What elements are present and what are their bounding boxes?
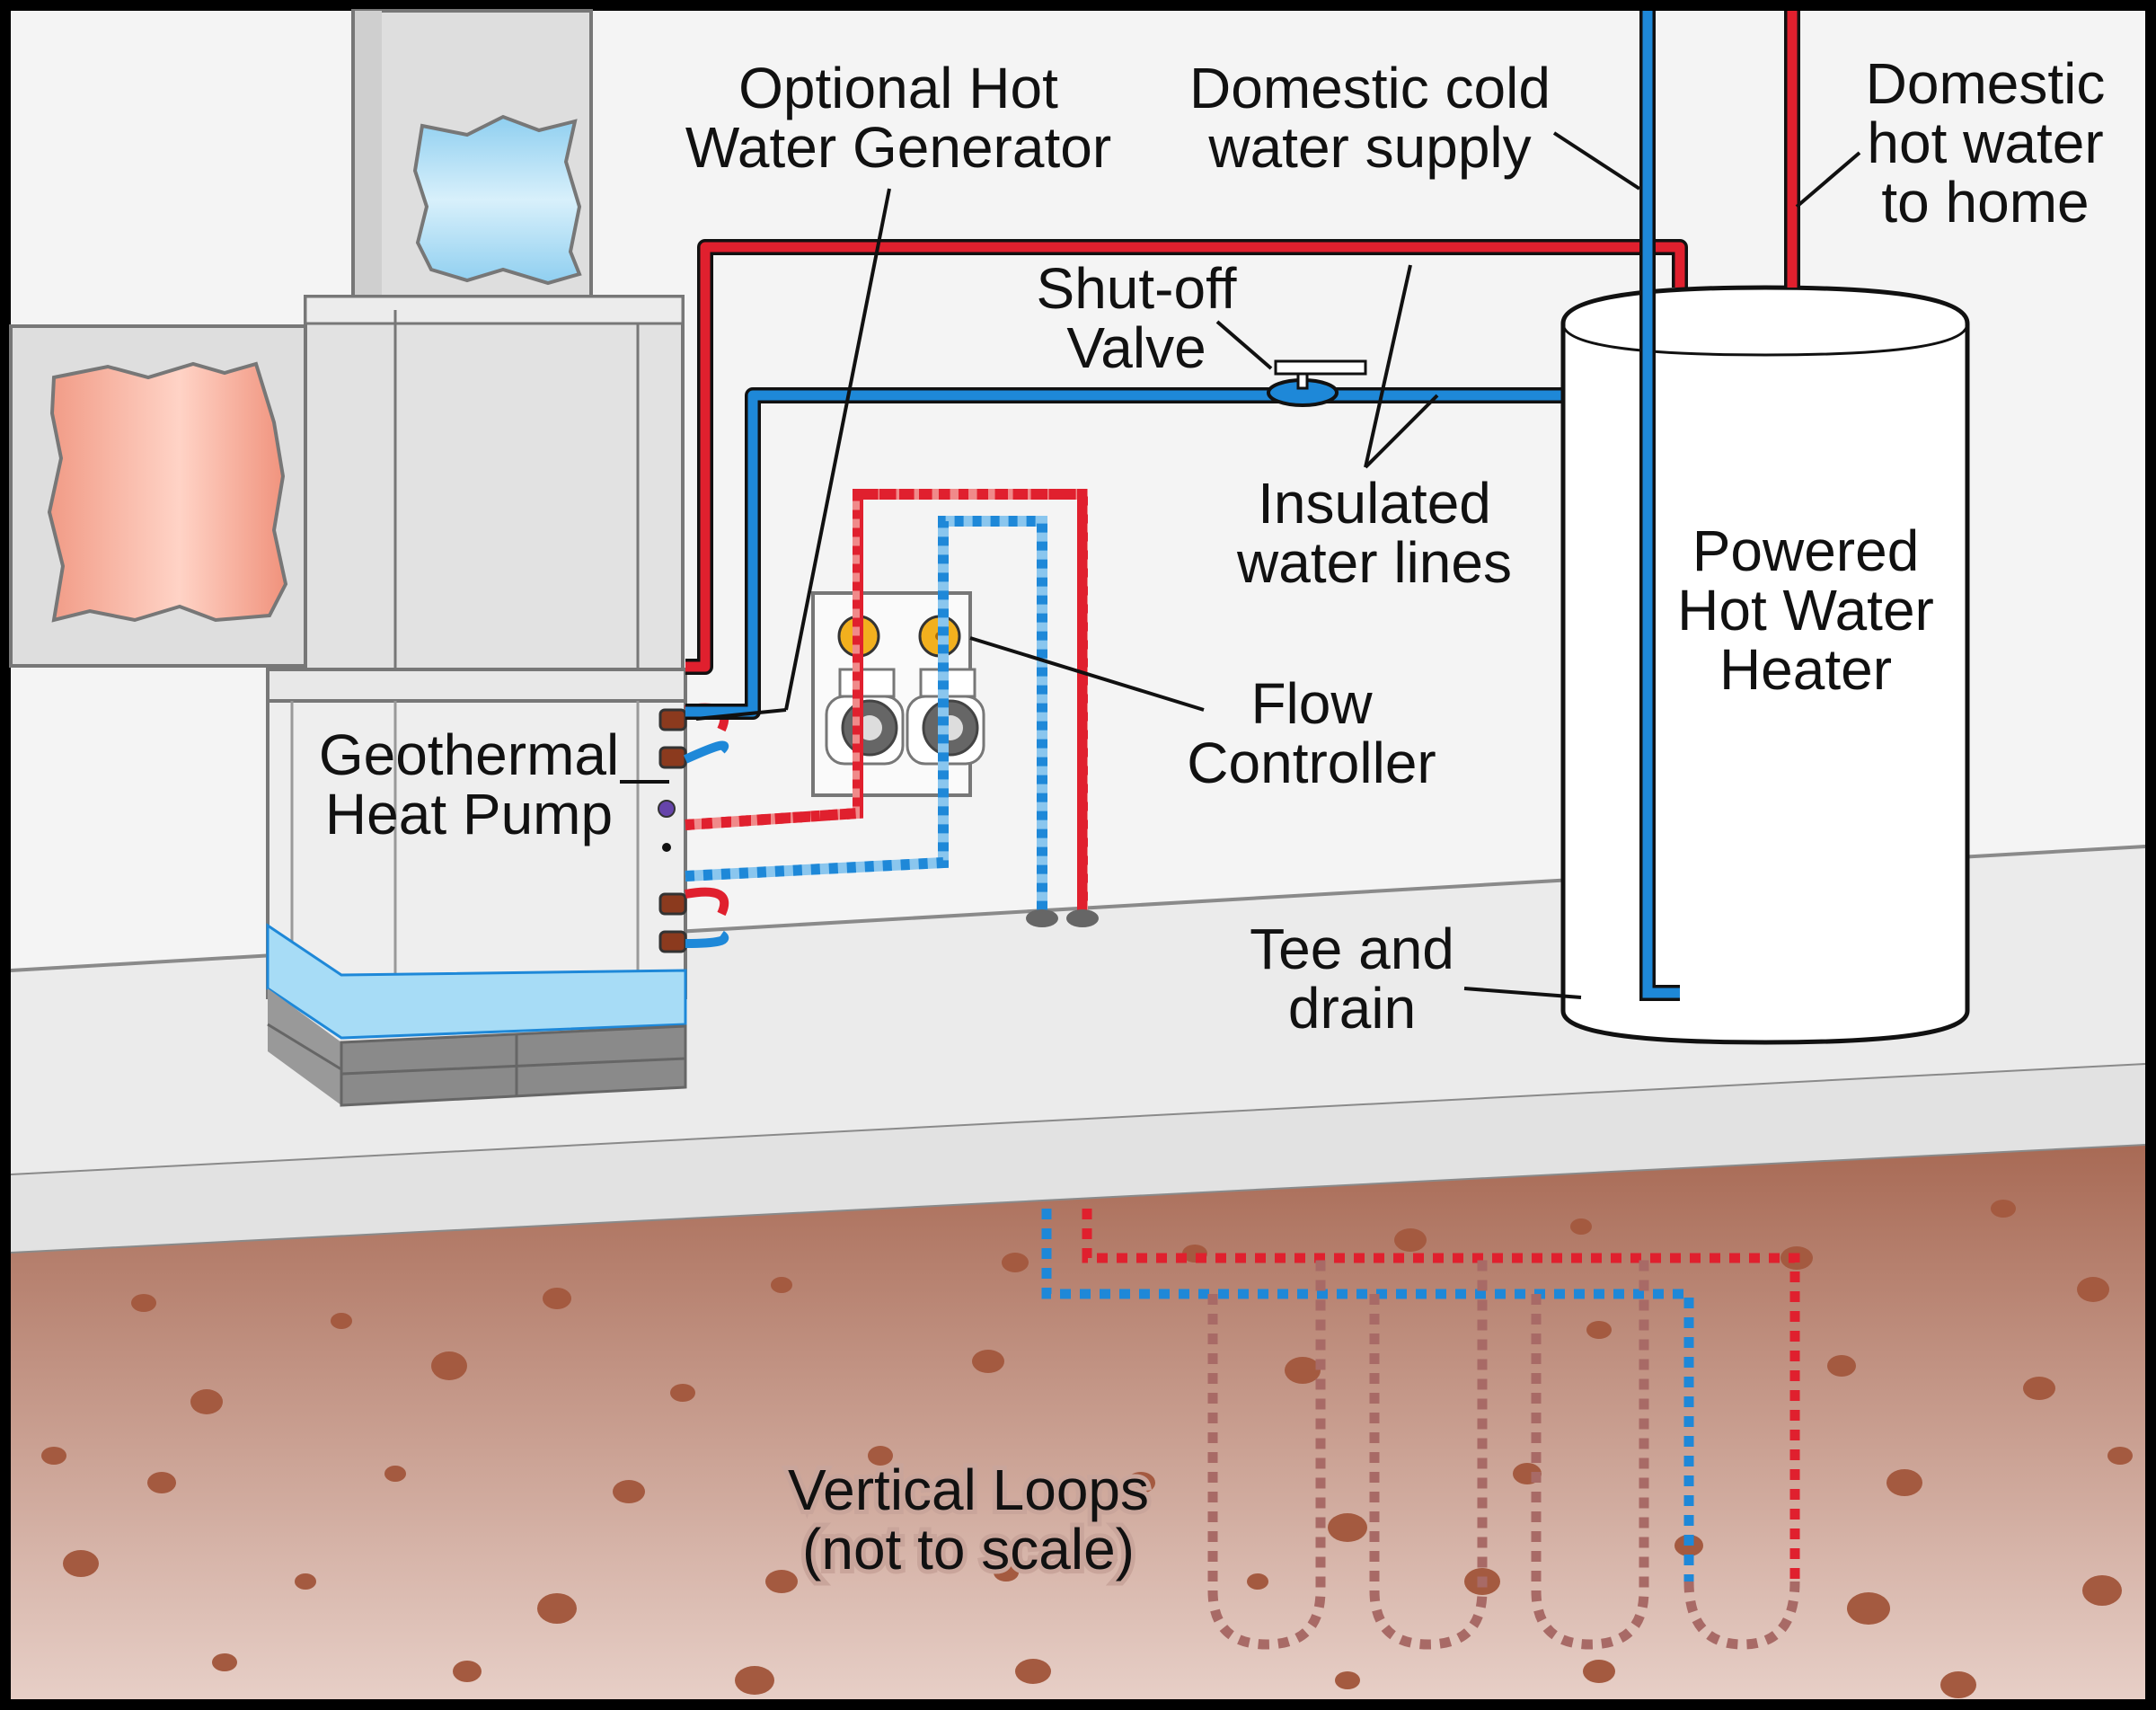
svg-text:Tee and: Tee and [1250,917,1454,981]
flow-controller-unit [811,591,985,797]
svg-text:Geothermal: Geothermal [319,722,619,787]
svg-text:water supply: water supply [1207,115,1531,180]
return-air-icon [47,361,288,623]
svg-text:Domestic: Domestic [1866,51,2106,116]
pipe-port-icon [658,708,687,953]
svg-text:Flow: Flow [1250,671,1373,736]
label-hot-to-home: Domestic hot water to home [1866,51,2106,235]
svg-text:Water Generator: Water Generator [685,115,1111,180]
soil-ground [11,1146,2145,1699]
indicator-light-icon [658,800,676,818]
svg-text:Domestic cold: Domestic cold [1189,56,1551,120]
water-heater-tank [1560,285,1970,1045]
label-shutoff-valve: Shut-off Valve [1037,256,1237,380]
supply-air-icon [412,114,582,286]
svg-text:Insulated: Insulated [1258,471,1491,536]
svg-text:Powered: Powered [1692,518,1920,583]
label-hot-water-generator: Optional Hot Water Generator [685,56,1111,180]
svg-text:Controller: Controller [1187,731,1436,795]
svg-text:Optional Hot: Optional Hot [738,56,1058,120]
soil-pebbles [41,1200,2133,1698]
label-heat-pump: Geothermal Heat Pump [319,722,619,846]
label-vertical-loops: Vertical Loops (not to scale) [783,1453,1153,1586]
shutoff-valve-icon [1267,359,1367,407]
svg-text:Vertical Loops: Vertical Loops [788,1457,1149,1522]
svg-text:Heater: Heater [1719,637,1892,702]
label-flow-controller: Flow Controller [1187,671,1436,795]
svg-text:hot water: hot water [1867,111,2103,175]
svg-text:Valve: Valve [1066,315,1206,380]
heat-pump-unit [9,9,729,1107]
label-tee-drain: Tee and drain [1250,917,1454,1041]
label-insulated-lines: Insulated water lines [1236,471,1512,595]
svg-text:drain: drain [1288,976,1416,1041]
svg-text:water lines: water lines [1236,530,1512,595]
label-water-heater: Powered Hot Water Heater [1677,518,1934,702]
svg-text:(not to scale): (not to scale) [802,1517,1135,1582]
svg-text:Hot Water: Hot Water [1677,578,1934,642]
svg-text:to home: to home [1881,170,2089,235]
svg-text:Heat Pump: Heat Pump [325,782,613,846]
cold-water-supply-pipe [1639,11,1680,1001]
vertical-loops [1041,1209,1800,1650]
svg-text:Shut-off: Shut-off [1037,256,1237,321]
label-cold-supply: Domestic cold water supply [1189,56,1551,180]
leader-lines [620,131,1861,999]
ground-loop-lines [685,489,1099,927]
